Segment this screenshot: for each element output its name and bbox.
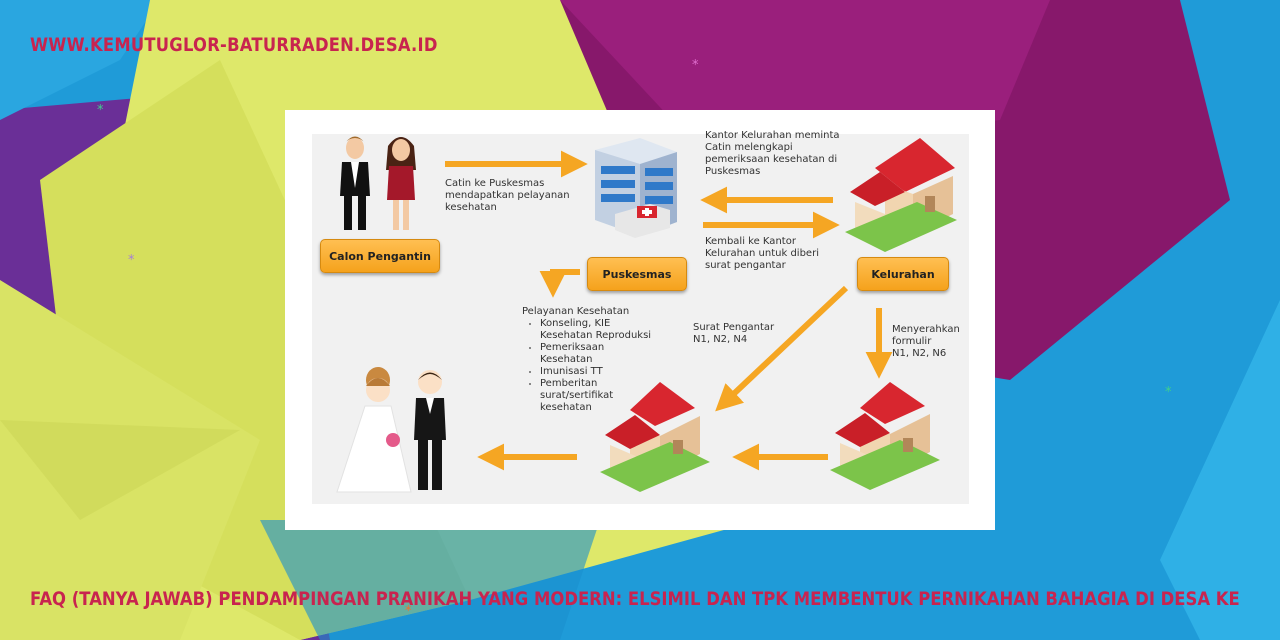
service-item: Imunisasi TT (540, 366, 651, 378)
kelurahan-house-icon (845, 138, 957, 252)
flow-arrows (445, 150, 893, 471)
surat-pengantar-text: Surat Pengantar N1, N2, N4 (693, 322, 775, 345)
bride-icon (386, 137, 416, 230)
hospital-icon (595, 138, 677, 238)
kantor-kelurahan-text: Kantor Kelurahan meminta Catin melengkap… (705, 130, 840, 177)
calon-pengantin-label: Calon Pengantin (320, 239, 440, 273)
diagram-art (336, 136, 957, 493)
service-item: Konseling, KIE Kesehatan Reproduksi (540, 318, 651, 342)
sparkle-icon: * (1165, 385, 1172, 400)
groom-icon (340, 136, 370, 230)
service-item: Pemeriksaan Kesehatan (540, 342, 651, 366)
sparkle-icon: * (692, 58, 699, 73)
house-icon (600, 382, 710, 492)
puskesmas-label: Puskesmas (587, 257, 687, 291)
house-icon (830, 382, 940, 490)
sparkle-icon: * (128, 253, 135, 268)
infographic-card: Calon Pengantin Puskesmas Kelurahan Cati… (285, 110, 995, 530)
kelurahan-label: Kelurahan (857, 257, 949, 291)
health-services-list: Pelayanan Kesehatan Konseling, KIE Keseh… (522, 306, 651, 414)
health-services-title: Pelayanan Kesehatan (522, 306, 630, 317)
site-url: WWW.KEMUTUGLOR-BATURRADEN.DESA.ID (30, 34, 438, 56)
article-title: FAQ (TANYA JAWAB) PENDAMPINGAN PRANIKAH … (30, 588, 1241, 610)
kembali-text: Kembali ke Kantor Kelurahan untuk diberi… (705, 236, 819, 271)
service-item: Pemberitan surat/sertifikat kesehatan (540, 378, 651, 414)
menyerahkan-text: Menyerahkan formulir N1, N2, N6 (892, 324, 960, 359)
sparkle-icon: * (97, 103, 104, 118)
wedding-couple-icon (336, 367, 446, 493)
catin-ke-puskesmas-text: Catin ke Puskesmas mendapatkan pelayanan… (445, 178, 570, 213)
sparkle-icon: * (405, 604, 412, 619)
